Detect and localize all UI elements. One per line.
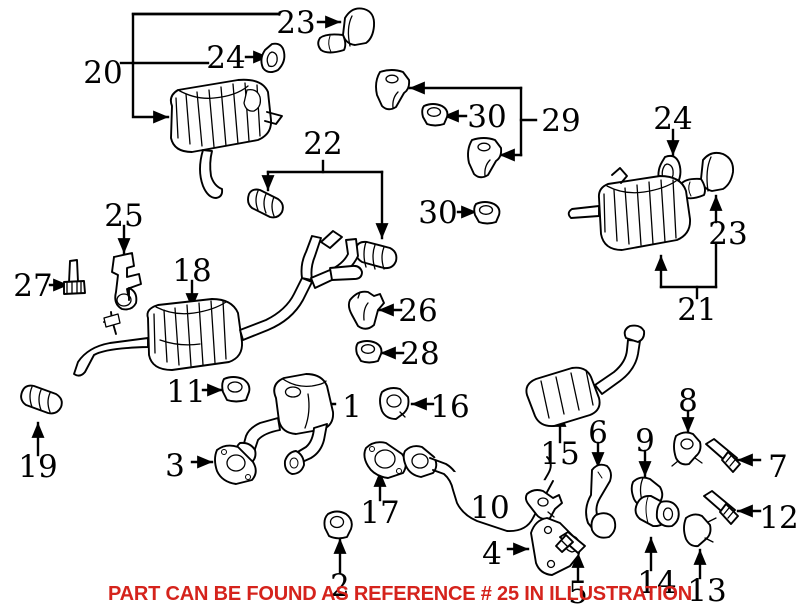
part-nut-28 [355, 340, 383, 364]
callout-24b: 24 [653, 101, 692, 137]
part-pipe-sleeve-19 [20, 384, 63, 415]
part-bolt-7 [705, 438, 741, 473]
part-nut-30-upper [421, 103, 449, 127]
callout-1: 1 [342, 389, 362, 425]
callout-30b: 30 [418, 195, 457, 231]
part-nut-16 [379, 387, 410, 420]
callout-25: 25 [104, 198, 143, 234]
reference-note: PART CAN BE FOUND AS REFERENCE # 25 IN I… [108, 583, 692, 605]
part-hanger-bracket-25 [111, 252, 142, 311]
part-exhaust-tip-right [678, 151, 735, 200]
part-clamp-8 [671, 431, 703, 467]
part-hanger-ring-top [260, 42, 286, 74]
callout-4: 4 [482, 536, 502, 572]
callout-6: 6 [588, 415, 608, 451]
callout-12: 12 [759, 500, 798, 536]
part-flange-gasket-17 [363, 441, 407, 479]
callout-27: 27 [13, 268, 52, 304]
callout-11: 11 [166, 374, 205, 410]
callout-numbers: 20 23 24 22 30 29 30 24 23 21 25 27 18 2… [13, 5, 798, 611]
part-rear-muffler-left [169, 78, 283, 199]
callout-8: 8 [678, 383, 698, 419]
callout-7: 7 [768, 449, 788, 485]
part-hanger-rod-6 [585, 463, 617, 539]
callout-15: 15 [540, 436, 579, 472]
callout-22: 22 [303, 126, 342, 162]
callout-30: 30 [467, 99, 506, 135]
callout-10: 10 [470, 490, 509, 526]
callout-21: 21 [677, 292, 716, 328]
callout-13: 13 [687, 573, 726, 609]
part-clamp-bracket-26 [347, 290, 385, 330]
callout-3: 3 [165, 448, 185, 484]
part-nut-30-lower [473, 201, 501, 225]
callout-20: 20 [83, 55, 122, 91]
callout-17: 17 [360, 495, 399, 531]
callout-23b: 23 [708, 216, 747, 252]
callout-5: 5 [568, 575, 588, 611]
callout-9: 9 [635, 423, 655, 459]
part-bolt-12 [703, 490, 739, 525]
leader-20-b3 [131, 61, 170, 124]
callout-24: 24 [206, 40, 245, 76]
part-clamp-bracket-29-upper [375, 69, 411, 111]
part-clamp-13 [683, 513, 717, 548]
part-rubber-hanger-left [247, 188, 284, 219]
callout-16: 16 [430, 389, 469, 425]
part-center-muffler-18 [73, 230, 363, 377]
callout-14: 14 [637, 565, 676, 601]
part-bolt-5 [555, 531, 586, 554]
part-nut-11 [221, 376, 251, 403]
callout-23: 23 [276, 5, 315, 41]
part-rubber-hanger-right [354, 240, 398, 270]
part-bushing-sleeve-14 [634, 494, 680, 528]
part-rear-pipe-assembly [402, 324, 646, 532]
callout-28: 28 [400, 336, 439, 372]
part-nut-2 [323, 510, 353, 540]
part-clamp-bracket-29-lower [467, 137, 503, 179]
part-bolt-27 [63, 259, 86, 295]
callout-18: 18 [172, 253, 211, 289]
callout-29: 29 [541, 103, 580, 139]
callout-26: 26 [398, 293, 437, 329]
part-catalytic-converter-1 [235, 373, 335, 475]
part-rear-muffler-right [567, 167, 691, 251]
callout-2: 2 [330, 568, 350, 604]
callout-19: 19 [18, 449, 57, 485]
part-exhaust-tip-top [317, 7, 376, 54]
part-gasket-3 [214, 444, 257, 485]
